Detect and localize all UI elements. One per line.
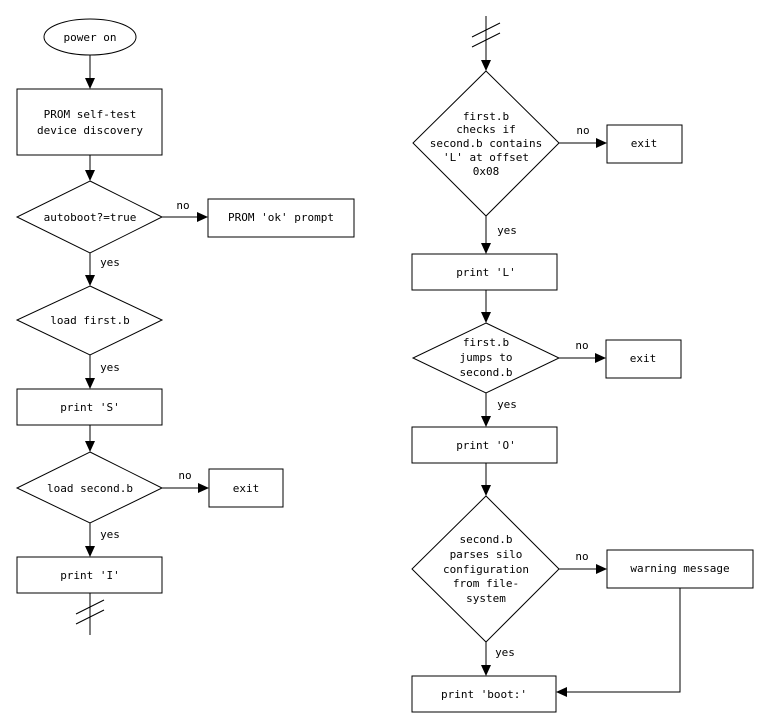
arrow-warning-to-print-boot: [556, 588, 681, 697]
edge-jumps-yes-label: yes: [497, 398, 517, 411]
arrow-checks-no: no: [559, 124, 607, 148]
arrow-prom-to-autoboot: [85, 155, 95, 181]
node-load-first: load first.b: [15, 285, 164, 356]
edge-checks-no-label: no: [576, 124, 589, 137]
node-secondb-parses-line3: configuration: [443, 563, 529, 576]
node-prom-ok: PROM 'ok' prompt: [207, 198, 355, 238]
continuation-break-bottom-icon: [75, 593, 105, 635]
node-firstb-jumps-line2: jumps to: [460, 351, 513, 364]
edge-autoboot-no-label: no: [176, 199, 189, 212]
node-firstb-checks-line1: first.b: [463, 110, 509, 123]
node-power-on: power on: [43, 18, 137, 56]
node-firstb-checks-line4: 'L' at offset: [443, 151, 529, 164]
node-secondb-parses-line2: parses silo: [450, 548, 523, 561]
node-exit-2-label: exit: [631, 137, 658, 150]
node-autoboot-label: autoboot?=true: [44, 211, 137, 224]
node-print-l-label: print 'L': [456, 266, 516, 279]
arrow-autoboot-yes: yes: [85, 253, 120, 286]
node-exit-3-label: exit: [630, 352, 657, 365]
node-secondb-parses: second.b parses silo configuration from …: [411, 495, 560, 643]
node-firstb-checks-line3: second.b contains: [430, 137, 543, 150]
node-prom-selftest: PROM self-test device discovery: [16, 88, 163, 156]
edge-load-first-yes-label: yes: [100, 361, 120, 374]
node-load-second: load second.b: [15, 451, 164, 524]
arrow-jumps-yes: yes: [481, 393, 517, 427]
node-print-s-label: print 'S': [60, 401, 120, 414]
edge-parses-no-label: no: [575, 550, 588, 563]
arrow-autoboot-no: no: [162, 199, 208, 222]
arrow-load-second-no: no: [162, 469, 209, 493]
node-warning: warning message: [606, 549, 754, 589]
edge-load-second-yes-label: yes: [100, 528, 120, 541]
node-print-o: print 'O': [411, 426, 558, 464]
node-print-boot-label: print 'boot:': [441, 688, 527, 701]
arrow-checks-yes: yes: [481, 216, 517, 254]
edge-load-second-no-label: no: [178, 469, 191, 482]
node-print-o-label: print 'O': [456, 439, 516, 452]
node-autoboot: autoboot?=true: [15, 180, 164, 254]
node-load-first-label: load first.b: [50, 314, 129, 327]
node-print-s: print 'S': [16, 388, 163, 426]
arrow-jumps-no: no: [559, 339, 606, 363]
node-exit-2: exit: [606, 124, 683, 164]
arrow-load-first-yes: yes: [85, 355, 120, 389]
node-warning-label: warning message: [630, 562, 729, 575]
arrow-print-s-to-load-second: [85, 425, 95, 452]
arrow-print-o-to-parses: [481, 463, 491, 496]
arrow-load-second-yes: yes: [85, 523, 120, 557]
node-exit-3: exit: [605, 339, 682, 379]
node-power-on-label: power on: [64, 31, 117, 44]
edge-jumps-no-label: no: [575, 339, 588, 352]
arrow-print-l-to-jumps: [481, 290, 491, 323]
node-firstb-jumps: first.b jumps to second.b: [411, 322, 561, 394]
arrow-parses-no: no: [559, 550, 607, 574]
edge-parses-yes-label: yes: [495, 646, 515, 659]
edge-checks-yes-label: yes: [497, 224, 517, 237]
node-prom-selftest-line2: device discovery: [37, 124, 143, 137]
node-firstb-jumps-line3: second.b: [460, 366, 513, 379]
node-secondb-parses-line1: second.b: [460, 533, 513, 546]
node-load-second-label: load second.b: [47, 482, 133, 495]
node-print-i: print 'I': [16, 556, 163, 594]
node-secondb-parses-line4: from file-: [453, 577, 519, 590]
node-exit-1: exit: [208, 468, 284, 508]
node-print-l: print 'L': [411, 253, 558, 291]
node-prom-ok-label: PROM 'ok' prompt: [228, 211, 334, 224]
node-secondb-parses-line5: system: [466, 592, 506, 605]
node-print-i-label: print 'I': [60, 569, 120, 582]
continuation-break-top-icon: [471, 16, 501, 71]
node-firstb-checks: first.b checks if second.b contains 'L' …: [412, 70, 560, 217]
node-prom-selftest-line1: PROM self-test: [44, 108, 137, 121]
edge-autoboot-yes-label: yes: [100, 256, 120, 269]
node-firstb-checks-line5: 0x08: [473, 165, 500, 178]
node-firstb-jumps-line1: first.b: [463, 336, 509, 349]
arrow-power-to-prom: [85, 55, 95, 89]
node-firstb-checks-line2: checks if: [456, 123, 516, 136]
arrow-parses-yes: yes: [481, 642, 515, 676]
node-print-boot: print 'boot:': [411, 675, 557, 713]
node-exit-1-label: exit: [233, 482, 260, 495]
